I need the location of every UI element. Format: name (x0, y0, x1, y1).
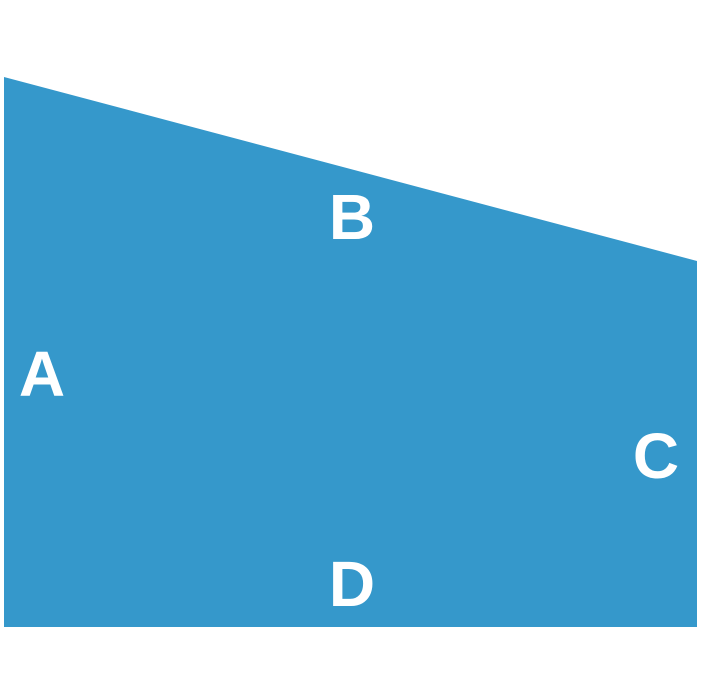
trapezoid-shape (4, 77, 697, 627)
label-d: D (329, 548, 375, 620)
label-a: A (19, 338, 65, 410)
label-b: B (329, 181, 375, 253)
label-c: C (633, 420, 679, 492)
